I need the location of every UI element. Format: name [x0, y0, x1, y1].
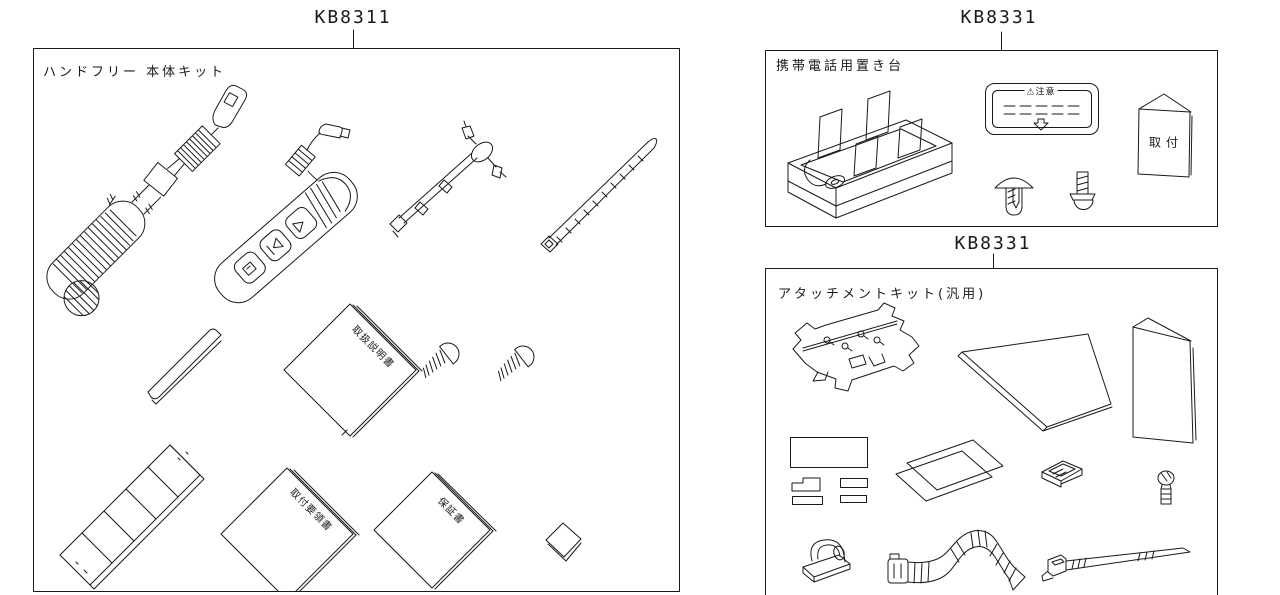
corrugated-strap — [887, 529, 1026, 591]
kit-code-kb8311[interactable]: KB8311 — [314, 7, 392, 28]
cable-clamp — [802, 539, 851, 583]
attachment-box-title: アタッチメントキット(汎用) — [778, 287, 987, 302]
tape-set — [790, 437, 868, 505]
microphone-unit — [46, 84, 248, 317]
phone-stand-box-border — [765, 50, 1218, 227]
install-leaflet-label: 取付 — [1148, 135, 1184, 150]
push-clip — [994, 177, 1034, 216]
warranty-book — [373, 471, 497, 590]
harness-cable — [389, 120, 507, 238]
cable-tie-horizontal — [1041, 547, 1191, 582]
fastener-strip — [59, 444, 205, 590]
phone-cradle — [787, 90, 953, 219]
handsfree-box-title: ハンドフリー 本体キット — [43, 65, 227, 80]
caution-text: 注意 — [1035, 87, 1056, 98]
install-leaflet — [1137, 93, 1193, 178]
install-book — [220, 467, 360, 591]
screw — [490, 341, 539, 386]
remote-control — [214, 171, 358, 304]
attachment-box-border — [765, 268, 1218, 595]
warning-icon: ⚠ — [1026, 87, 1036, 98]
kit-code-kb8331-top[interactable]: KB8331 — [960, 7, 1038, 28]
kit-code-kb8331-bottom[interactable]: KB8331 — [954, 233, 1032, 254]
bracket — [792, 302, 920, 392]
screw-vertical — [1069, 171, 1096, 210]
remote-cable — [284, 123, 351, 181]
small-pad — [545, 522, 582, 562]
screw — [415, 338, 464, 383]
handsfree-box-border — [33, 48, 680, 592]
phone-stand-box-title: 携帯電話用置き台 — [776, 59, 905, 74]
small-clip — [1041, 460, 1083, 488]
screw-round-head — [1157, 470, 1175, 505]
folded-sheet — [1132, 317, 1197, 444]
cable-tie — [540, 137, 658, 253]
flat-plate — [957, 333, 1113, 432]
sheet-pair — [895, 439, 1004, 502]
manual-book — [283, 303, 423, 438]
tape-strip — [147, 328, 222, 405]
caution-label-title: ⚠注意 — [1024, 84, 1058, 98]
